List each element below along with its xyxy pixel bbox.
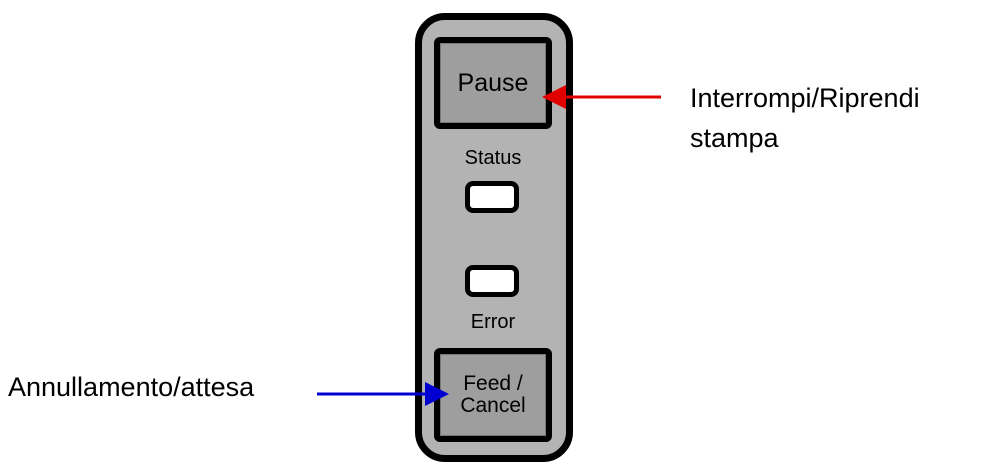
error-label: Error [470,311,516,333]
pause-callout-text: Interrompi/Riprendi stampa [690,78,920,158]
feed-button-label-line2: Cancel [460,394,526,417]
pause-button-label: Pause [457,68,529,97]
feed-button-label-line1: Feed / [463,372,523,395]
status-led [465,181,519,213]
pause-callout-line1: Interrompi/Riprendi [690,83,920,113]
pause-button[interactable]: Pause [434,37,552,129]
feed-cancel-button[interactable]: Feed / Cancel [434,348,552,442]
feed-callout-text: Annullamento/attesa [8,372,255,402]
pause-callout-line2: stampa [690,123,779,153]
error-led [465,265,519,297]
status-label: Status [464,147,522,169]
